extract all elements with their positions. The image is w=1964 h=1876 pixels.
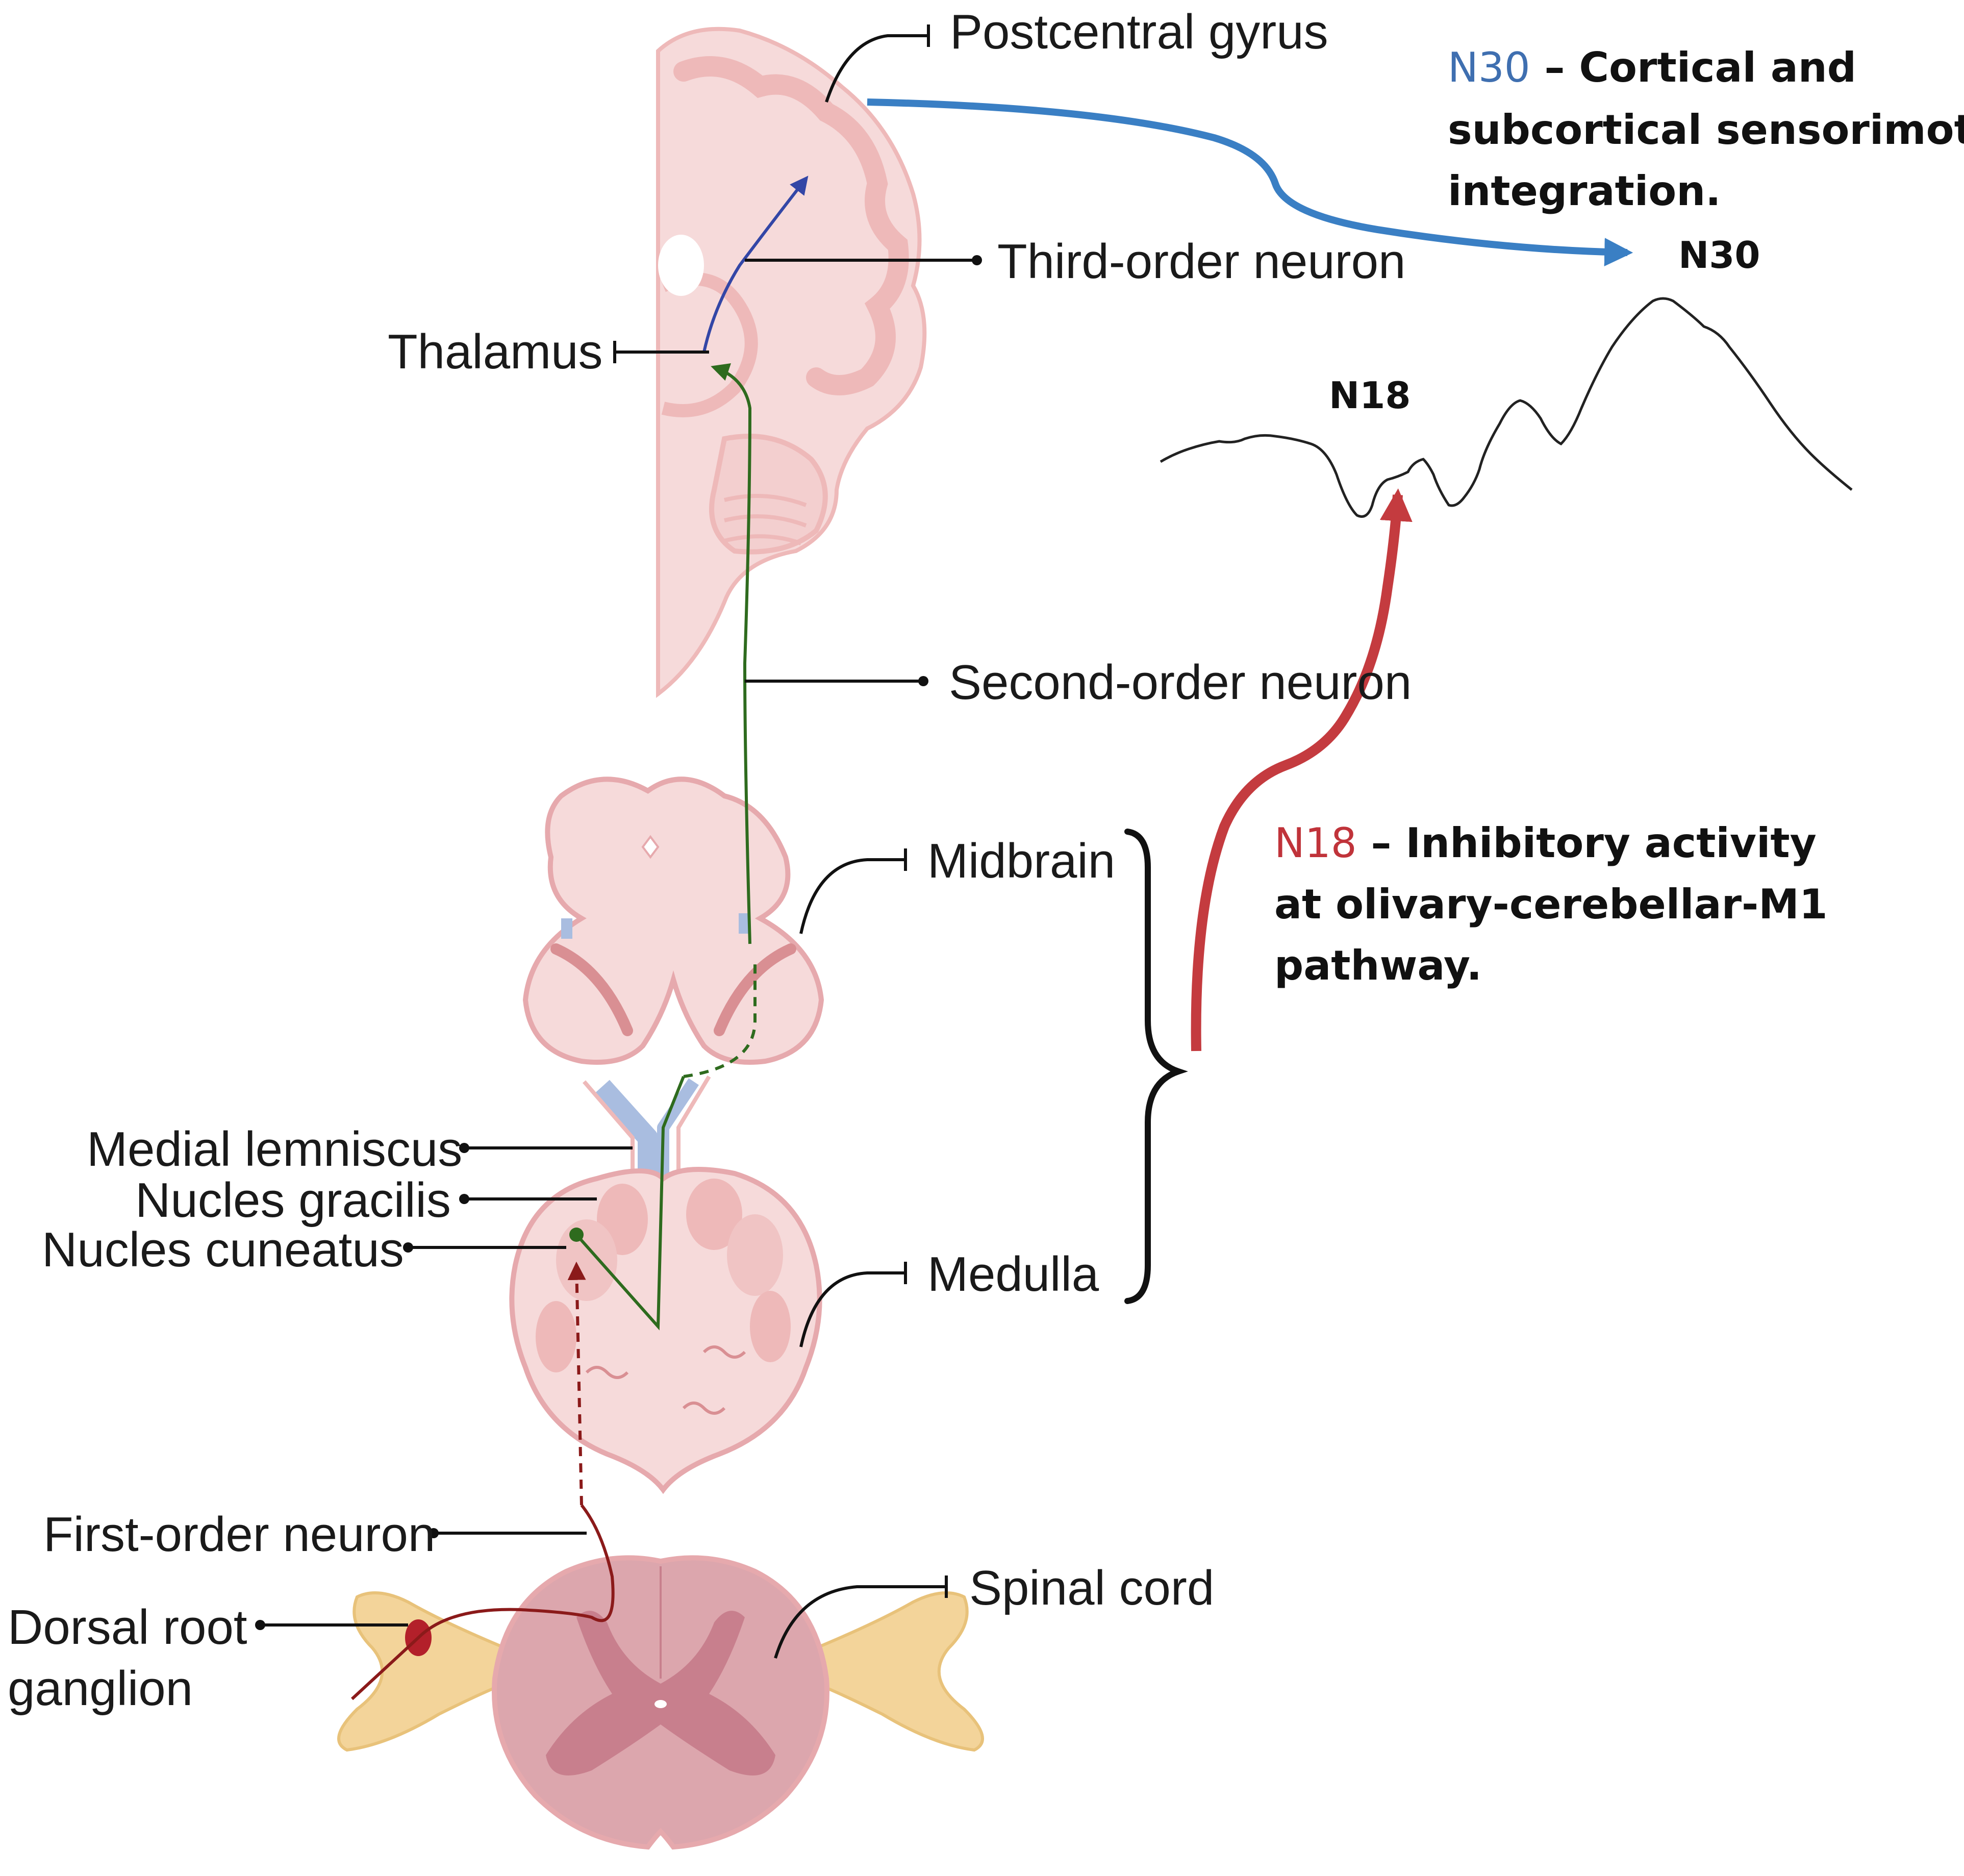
spinal-nerve-right <box>815 1591 984 1752</box>
ssep-waveform <box>1160 297 1853 518</box>
n18-annotation-line2: at olivary-cerebellar-M1 <box>1274 881 1828 928</box>
label-drg-line2: ganglion <box>8 1661 193 1716</box>
leader-postcentral <box>825 24 930 103</box>
n30-annotation-line3: integration. <box>1448 167 1721 215</box>
label-third-order-neuron: Third-order neuron <box>997 234 1405 289</box>
spinal-cord <box>337 1555 984 1850</box>
midbrain-lemniscus-left <box>561 918 572 939</box>
label-second-order-neuron: Second-order neuron <box>949 655 1412 710</box>
n18-annotation-line1: N18 – Inhibitory activity <box>1274 819 1817 867</box>
label-thalamus: Thalamus <box>388 324 603 379</box>
cerebellum-folia <box>724 494 807 545</box>
third-order-neuron-path <box>702 176 809 353</box>
leader-first-order-dot <box>429 1528 439 1538</box>
second-order-neuron-ascending <box>711 363 752 944</box>
neuron-pathway <box>350 176 809 1700</box>
second-order-neuron-medulla <box>575 1075 685 1331</box>
leader-gracilis-dot <box>459 1194 469 1204</box>
label-midbrain: Midbrain <box>927 834 1115 888</box>
brainstem-edge-right <box>676 1075 711 1173</box>
cerebral-aqueduct <box>641 835 660 859</box>
n18-code: N18 <box>1274 819 1357 867</box>
insula-fold <box>661 272 758 417</box>
leader-thalamus <box>613 341 709 363</box>
n18-annotation-line3: pathway. <box>1274 942 1482 989</box>
right-gracilis <box>686 1179 742 1250</box>
leader-spinal-cord <box>774 1575 948 1659</box>
waveform-label-n30: N30 <box>1678 234 1760 277</box>
n30-dash-text: – Cortical and <box>1530 44 1856 91</box>
leader-medial-lemniscus-dot <box>459 1143 469 1153</box>
n30-code: N30 <box>1448 44 1530 91</box>
label-nucleus-gracilis: Nucles gracilis <box>135 1173 451 1228</box>
n30-annotation-line1: N30 – Cortical and <box>1448 44 1856 91</box>
n18-arrow <box>1191 488 1413 1052</box>
brace <box>1124 829 1188 1304</box>
medulla-texture <box>585 1345 746 1415</box>
olive-left <box>536 1301 576 1372</box>
temporal-lobe <box>709 434 828 555</box>
anatomy-labels: Postcentral gyrus Third-order neuron Tha… <box>8 5 1412 1716</box>
first-order-dashed-path <box>567 1261 586 1506</box>
label-nucleus-cuneatus: Nucles cuneatus <box>42 1222 404 1277</box>
leader-medulla <box>799 1262 907 1347</box>
gray-matter-butterfly <box>546 1611 775 1775</box>
label-first-order-neuron: First-order neuron <box>43 1507 435 1562</box>
first-order-neuron-path <box>350 1504 615 1700</box>
second-order-dashed <box>683 959 757 1078</box>
leader-midbrain <box>799 848 907 934</box>
waveform-label-n18: N18 <box>1329 374 1411 417</box>
spinal-nerve-left <box>337 1591 507 1752</box>
n18-annotation: N18 – Inhibitory activity at olivary-cer… <box>1274 819 1828 989</box>
medulla <box>509 1167 822 1494</box>
label-postcentral-gyrus: Postcentral gyrus <box>950 5 1328 59</box>
lateral-ventricle <box>658 235 704 296</box>
nucleus-cuneatus-shape <box>556 1219 617 1301</box>
leader-third-order-dot <box>972 255 982 265</box>
n30-arrow <box>867 98 1633 267</box>
label-medial-lemniscus: Medial lemniscus <box>87 1122 462 1177</box>
cortex-gyri <box>673 56 909 395</box>
substantia-nigra <box>550 943 796 1036</box>
label-spinal-cord: Spinal cord <box>969 1561 1214 1615</box>
midbrain-lemniscus-right <box>739 913 750 934</box>
leader-second-order-dot <box>918 676 928 686</box>
leader-drg-dot <box>255 1620 265 1630</box>
central-canal <box>654 1700 667 1708</box>
olive-right <box>750 1291 791 1362</box>
midbrain <box>522 777 824 1065</box>
leader-lines <box>255 24 982 1659</box>
n30-annotation-line2: subcortical sensorimotor <box>1448 106 1964 154</box>
n18-dash-text: – Inhibitory activity <box>1357 819 1817 867</box>
right-cuneatus <box>727 1214 783 1296</box>
n30-annotation: N30 – Cortical and subcortical sensorimo… <box>1448 44 1964 215</box>
label-drg-line1: Dorsal root <box>8 1600 247 1655</box>
label-medulla: Medulla <box>927 1247 1099 1302</box>
leader-cuneatus-dot <box>403 1242 413 1253</box>
brainstem-edge-left <box>582 1080 635 1173</box>
brain-hemisphere <box>656 27 927 698</box>
